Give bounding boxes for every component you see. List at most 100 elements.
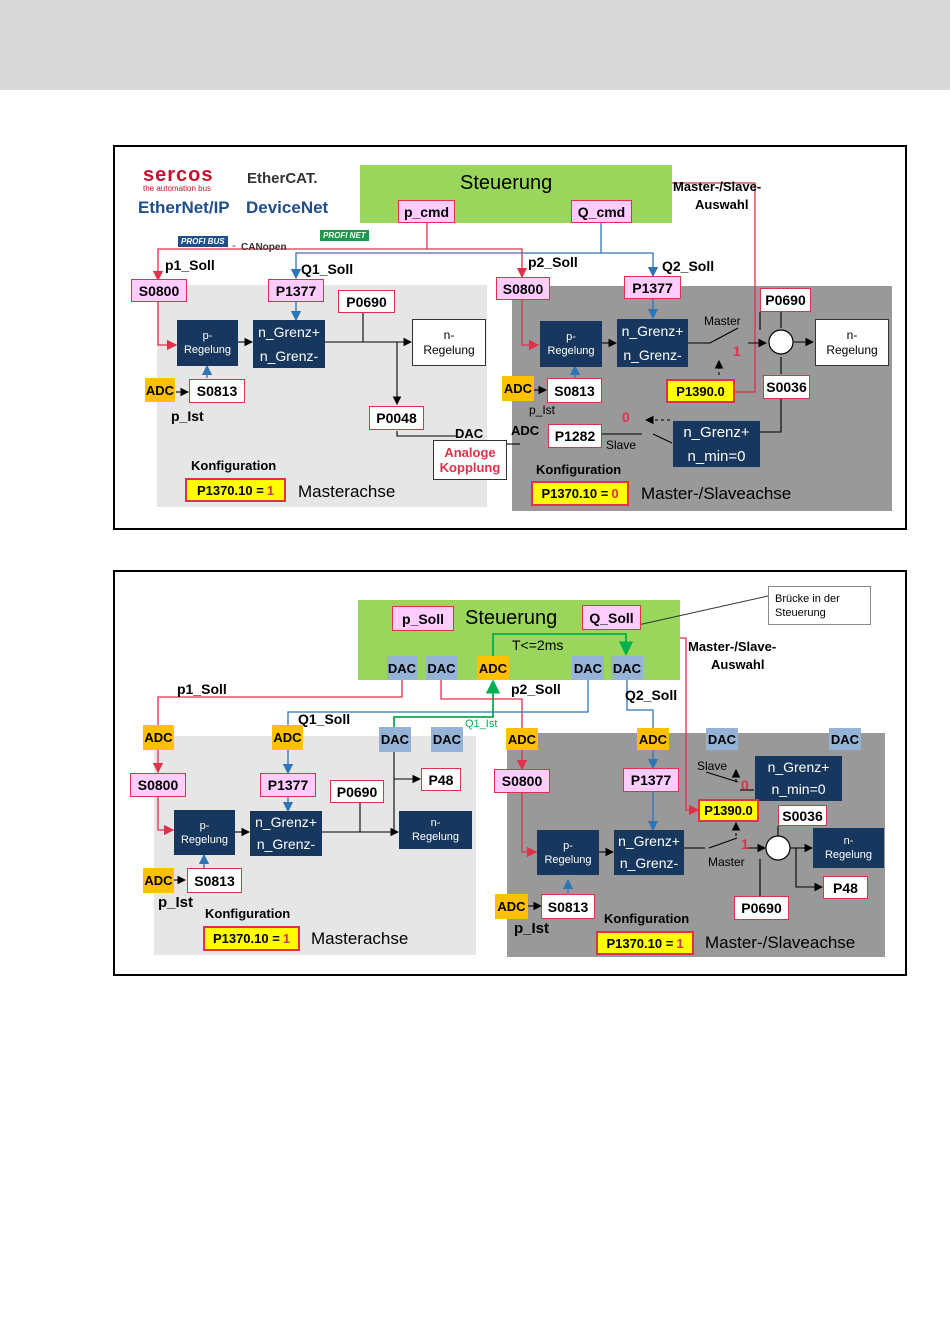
d2-n-grenz-block-a: n_Grenz+n_Grenz- — [250, 811, 322, 856]
d2-p48-box-b: P48 — [823, 876, 868, 899]
d1-n-grenz-block-a: n_Grenz+n_Grenz- — [253, 320, 325, 368]
d1-slave-switch-label: Slave — [606, 438, 637, 452]
d2-dac-steuerung-4: DAC — [611, 656, 643, 680]
d1-ms-auswahl-label-1: Master-/Slave- — [673, 179, 762, 194]
d2-p-ist-label-b: p_Ist — [514, 920, 550, 937]
d1-q1-soll-label: Q1_Soll — [301, 261, 354, 277]
d2-dac-b1: DAC — [706, 728, 738, 750]
d2-t-latency-label: T<=2ms — [512, 637, 564, 653]
d1-adc-label-coupling: ADC — [511, 423, 540, 438]
d1-p-regelung-block-a: p-Regelung — [177, 320, 238, 366]
d1-masterachse-label: Masterachse — [298, 482, 396, 501]
d1-p1282-box: P1282 — [548, 424, 602, 448]
d1-s0036-box: S0036 — [763, 375, 810, 399]
d2-adc-b1: ADC — [506, 728, 538, 750]
d2-konfiguration-label-b: Konfiguration — [604, 911, 690, 926]
d1-sercos-logo: sercos the automation bus — [143, 164, 214, 193]
d1-s0813-box-a: S0813 — [189, 379, 245, 403]
d1-n-grenz-block-b: n_Grenz+n_Grenz- — [617, 319, 688, 367]
d2-p-regelung-block-a: p-Regelung — [174, 810, 235, 855]
d2-n-grenz-nmin-block: n_Grenz+n_min=0 — [755, 756, 842, 801]
d1-logo-dash: - — [232, 240, 236, 252]
d1-canopen-logo: CANopen — [241, 242, 287, 253]
d2-slave-switch-label: Slave — [697, 759, 728, 773]
d2-p0690-box-a: P0690 — [330, 780, 384, 803]
d2-p1390-box: P1390.0 — [698, 799, 759, 822]
d1-devicenet-logo: DeviceNet — [246, 198, 329, 217]
d2-q1-soll-label: Q1_Soll — [298, 711, 351, 727]
d1-ethercat-logo: EtherCAT. — [247, 170, 318, 187]
d2-dac-steuerung-1: DAC — [387, 656, 417, 680]
d2-master-slaveachse-label: Master-/Slaveachse — [705, 933, 856, 952]
d1-p1-soll-label: p1_Soll — [165, 257, 215, 273]
d1-p1390-box: P1390.0 — [666, 379, 735, 403]
d2-dac-a2: DAC — [431, 727, 463, 752]
d2-q-soll-box: Q_Soll — [582, 605, 641, 630]
d1-p-ist-label-a: p_Ist — [171, 408, 204, 424]
d2-adc-a1: ADC — [143, 725, 174, 750]
d2-s0813-box-a: S0813 — [187, 868, 242, 893]
d2-dac-steuerung-3: DAC — [572, 656, 604, 680]
d1-konfiguration-label-a: Konfiguration — [191, 458, 277, 473]
d2-p-ist-label-a: p_Ist — [158, 894, 194, 911]
d2-p0690-box-b: P0690 — [734, 896, 789, 920]
d2-p-regelung-block-b: p-Regelung — [537, 830, 599, 875]
d2-s0800-box-a: S0800 — [130, 773, 186, 797]
d1-p1370-config-a: P1370.10 =1 — [185, 478, 286, 502]
d1-s0813-box-b: S0813 — [547, 378, 602, 403]
d2-p2-soll-label: p2_Soll — [511, 681, 561, 697]
d1-p0048-box: P0048 — [369, 406, 424, 430]
d1-switch-pos-0: 0 — [622, 409, 630, 425]
d1-master-switch-label: Master — [704, 314, 741, 328]
d2-master-switch-label: Master — [708, 855, 745, 869]
d2-adc-b2: ADC — [637, 728, 669, 750]
d2-dac-steuerung-2: DAC — [426, 656, 457, 680]
d2-n-regelung-block-b: n-Regelung — [813, 828, 884, 868]
d1-master-slaveachse-label: Master-/Slaveachse — [641, 484, 792, 503]
d1-s0800-box-b: S0800 — [496, 277, 550, 300]
d2-ms-auswahl-label-1: Master-/Slave- — [688, 639, 777, 654]
d1-n-regelung-block-a: n-Regelung — [412, 319, 486, 366]
d2-p1377-box-b: P1377 — [623, 768, 679, 792]
d2-masterachse-label: Masterachse — [311, 929, 409, 948]
d1-p-cmd-box: p_cmd — [398, 200, 455, 223]
d1-konfiguration-label-b: Konfiguration — [536, 462, 622, 477]
d2-p1370-config-b: P1370.10 =1 — [596, 931, 694, 955]
d2-q1-ist-label: Q1_Ist — [465, 718, 498, 730]
d1-n-grenz-nmin-block: n_Grenz+n_min=0 — [673, 421, 760, 467]
d2-p48-box-a: P48 — [421, 768, 461, 791]
d2-adc-a2: ADC — [272, 725, 303, 750]
d1-q-cmd-box: Q_cmd — [571, 200, 632, 223]
d2-dac-a1: DAC — [379, 727, 411, 752]
d2-switch-pos-0: 0 — [741, 777, 749, 793]
d1-ms-auswahl-label-2: Auswahl — [695, 197, 749, 212]
d2-p1370-config-a: P1370.10 =1 — [203, 926, 300, 951]
d2-adc-a3: ADC — [143, 868, 174, 893]
d1-steuerung-title: Steuerung — [460, 172, 553, 194]
d1-dac-label: DAC — [455, 426, 484, 441]
d2-n-regelung-block-a: n-Regelung — [399, 811, 472, 849]
d2-ms-auswahl-label-2: Auswahl — [711, 657, 765, 672]
d1-s0800-box-a: S0800 — [131, 279, 187, 302]
d2-switch-pos-1: 1 — [741, 836, 749, 852]
d2-s0036-box: S0036 — [778, 805, 827, 826]
d2-dac-b2: DAC — [829, 728, 861, 750]
d1-profibus-logo: PROFI BUS — [178, 236, 228, 247]
d2-n-grenz-block-b: n_Grenz+n_Grenz- — [614, 830, 684, 875]
d2-q2-soll-label: Q2_Soll — [625, 687, 678, 703]
d1-p1370-config-b: P1370.10 =0 — [531, 481, 629, 506]
d1-p1377-box-a: P1377 — [268, 279, 324, 302]
d1-p-regelung-block-b: p-Regelung — [540, 321, 602, 367]
d2-adc-b3: ADC — [495, 894, 528, 919]
d1-switch-pos-1: 1 — [733, 343, 741, 359]
d2-adc-steuerung: ADC — [477, 656, 509, 680]
d1-n-regelung-block-b: n-Regelung — [815, 319, 889, 366]
d2-p1-soll-label: p1_Soll — [177, 681, 227, 697]
d1-adc-a: ADC — [145, 378, 175, 402]
d1-adc-b: ADC — [502, 376, 534, 401]
d2-steuerung-title: Steuerung — [465, 607, 558, 629]
d1-p0690-box-a: P0690 — [338, 290, 395, 313]
